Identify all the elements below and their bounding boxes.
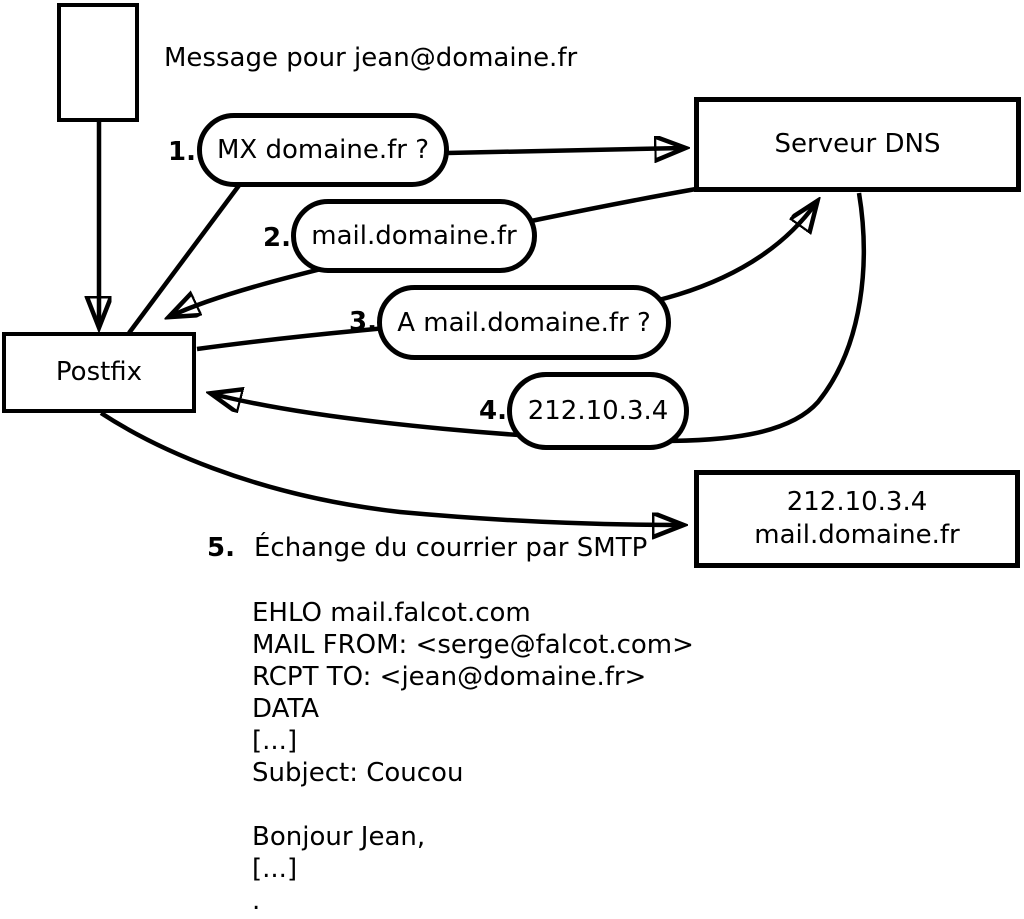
- smtp-line: MAIL FROM: <serge@falcot.com>: [252, 630, 694, 660]
- smtp-line: DATA: [252, 694, 319, 724]
- smtp-line: .: [252, 886, 261, 916]
- step-5-label: Échange du courrier par SMTP: [253, 533, 648, 563]
- message-annotation: Message pour jean@domaine.fr: [164, 43, 578, 73]
- step-number-1: 1.: [168, 137, 196, 167]
- query-bubble-a-record: A mail.domaine.fr ?: [377, 285, 671, 360]
- smtp-line: Subject: Coucou: [252, 758, 464, 788]
- mail-client-box: [57, 3, 139, 122]
- dns-server-label: Serveur DNS: [774, 129, 941, 159]
- smtp-line: [...]: [252, 726, 298, 756]
- step-5-caption: 5. Échange du courrier par SMTP: [207, 532, 647, 564]
- arrow-step-1-query-end: [446, 148, 683, 153]
- smtp-line: RCPT TO: <jean@domaine.fr>: [252, 662, 647, 692]
- smtp-line: Bonjour Jean,: [252, 822, 426, 852]
- smtp-line: [252, 789, 694, 821]
- arrow-step-5-smtp: [99, 411, 681, 525]
- smtp-line: [...]: [252, 854, 298, 884]
- arrow-step-1-query-start: [127, 166, 254, 335]
- dns-server-box: Serveur DNS: [694, 97, 1021, 192]
- query-bubble-mx-label: MX domaine.fr ?: [216, 135, 430, 165]
- query-bubble-a-record-label: A mail.domaine.fr ?: [397, 307, 651, 338]
- response-bubble-mailhost: mail.domaine.fr: [291, 199, 537, 273]
- step-number-5: 5.: [207, 533, 235, 563]
- smtp-session-text: EHLO mail.falcot.com MAIL FROM: <serge@f…: [252, 597, 694, 917]
- step-number-3: 3.: [349, 307, 377, 337]
- arrow-step-4-response: [213, 192, 866, 444]
- mail-server-box: 212.10.3.4 mail.domaine.fr: [694, 470, 1020, 568]
- mail-server-ip: 212.10.3.4: [786, 487, 928, 517]
- step-number-2: 2.: [263, 223, 291, 253]
- postfix-box: Postfix: [2, 332, 196, 413]
- step-number-4: 4.: [479, 396, 507, 426]
- smtp-line: EHLO mail.falcot.com: [252, 598, 531, 628]
- query-bubble-mx: MX domaine.fr ?: [197, 113, 449, 187]
- mail-server-hostname: mail.domaine.fr: [754, 520, 960, 550]
- response-bubble-ip-label: 212.10.3.4: [527, 396, 669, 426]
- response-bubble-mailhost-label: mail.domaine.fr: [311, 221, 517, 251]
- response-bubble-ip: 212.10.3.4: [507, 372, 689, 450]
- postfix-label: Postfix: [55, 357, 143, 387]
